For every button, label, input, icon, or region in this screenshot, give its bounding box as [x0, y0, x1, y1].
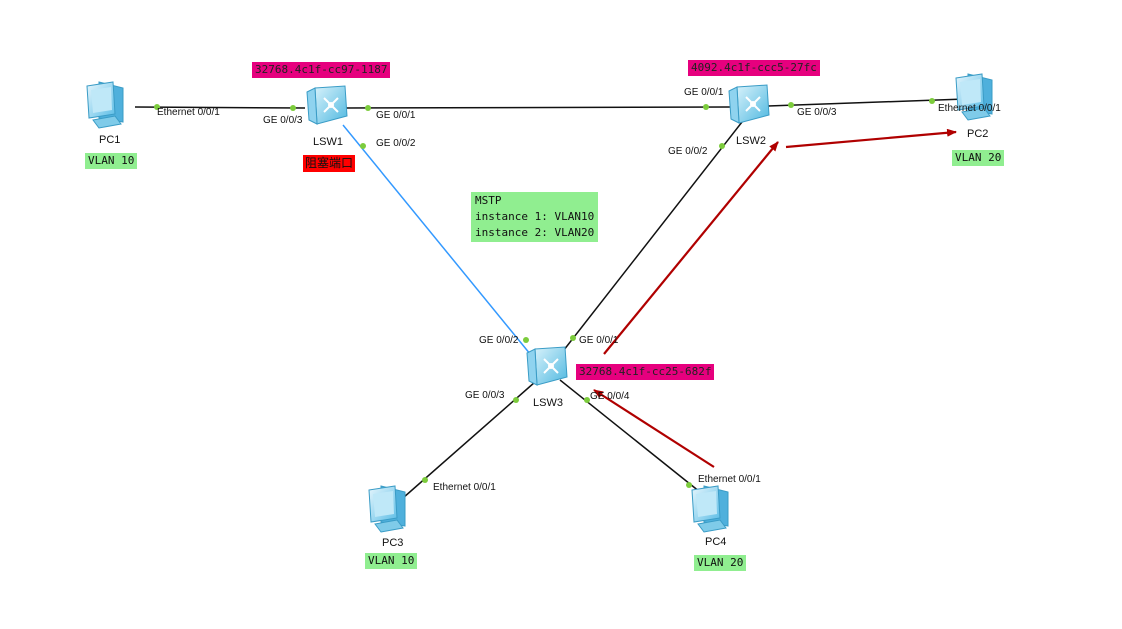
- link-lsw1-lsw3-blocked: [342, 124, 536, 361]
- port-dot-pc4: [686, 482, 692, 488]
- port-dot-pc3: [422, 477, 428, 483]
- pc3-icon[interactable]: [368, 485, 406, 533]
- pc1-name: PC1: [99, 134, 121, 146]
- link-lsw2-lsw3: [559, 121, 743, 356]
- port-dot-lsw1-ge2: [360, 143, 366, 149]
- mstp-note-instance-2: instance 2: VLAN20: [475, 226, 595, 239]
- port-label-lsw2-ge3: GE 0/0/3: [797, 107, 837, 118]
- lsw1-icon[interactable]: [306, 85, 348, 125]
- port-dot-lsw3-ge2: [523, 337, 529, 343]
- port-dot-pc1: [154, 104, 160, 110]
- port-label-lsw3-ge4: GE 0/0/4: [590, 391, 630, 402]
- pc2-name: PC2: [967, 128, 989, 140]
- port-label-pc4-eth: Ethernet 0/0/1: [698, 474, 761, 485]
- port-dot-lsw3-ge3: [513, 397, 519, 403]
- port-label-pc2-eth: Ethernet 0/0/1: [938, 103, 1001, 114]
- lsw2-name: LSW2: [736, 135, 766, 147]
- arrow-pc4-to-lsw3: [593, 389, 715, 468]
- port-dot-pc2: [929, 98, 935, 104]
- port-dot-lsw2-ge2: [719, 143, 725, 149]
- link-lsw3-pc4: [559, 379, 711, 501]
- port-label-pc3-eth: Ethernet 0/0/1: [433, 482, 496, 493]
- traffic-path-arrows: [593, 128, 957, 468]
- port-label-lsw1-ge1: GE 0/0/1: [376, 110, 416, 121]
- lsw2-bridge-id: 4092.4c1f-ccc5-27fc: [688, 60, 820, 76]
- port-label-lsw2-ge2: GE 0/0/2: [668, 146, 708, 157]
- pc3-name: PC3: [382, 537, 404, 549]
- pc1-vlan-badge: VLAN 10: [85, 153, 138, 169]
- pc2-icon[interactable]: [955, 73, 993, 121]
- port-dot-lsw1-ge3: [290, 105, 296, 111]
- port-label-lsw1-ge2: GE 0/0/2: [376, 138, 416, 149]
- lsw1-name: LSW1: [313, 136, 343, 148]
- link-pc1-lsw1: [134, 106, 306, 109]
- pc2-vlan-badge: VLAN 20: [952, 150, 1005, 166]
- lsw2-icon[interactable]: [728, 84, 770, 124]
- port-dot-lsw2-ge3: [788, 102, 794, 108]
- port-dot-lsw1-ge1: [365, 105, 371, 111]
- lsw3-name: LSW3: [533, 397, 563, 409]
- mstp-note-title: MSTP: [475, 194, 502, 207]
- arrow-lsw2-to-pc2: [785, 128, 957, 149]
- link-lsw3-pc3: [394, 381, 536, 506]
- mstp-note-instance-1: instance 1: VLAN10: [475, 210, 595, 223]
- port-label-lsw3-ge1: GE 0/0/1: [579, 335, 619, 346]
- pc1-icon[interactable]: [86, 81, 124, 129]
- port-dots: [154, 98, 935, 488]
- pc3-vlan-badge: VLAN 10: [365, 553, 418, 569]
- link-lsw1-lsw2: [344, 106, 731, 109]
- lsw3-bridge-id: 32768.4c1f-cc25-682f: [576, 364, 715, 380]
- port-label-lsw3-ge2: GE 0/0/2: [479, 335, 519, 346]
- port-label-lsw2-ge1: GE 0/0/1: [684, 87, 724, 98]
- pc4-name: PC4: [705, 536, 727, 548]
- blocked-port-label: 阻塞端口: [303, 155, 356, 172]
- link-lsw2-pc2: [767, 98, 966, 107]
- pc4-icon[interactable]: [691, 485, 729, 533]
- port-label-lsw3-ge3: GE 0/0/3: [465, 390, 505, 401]
- mstp-note: MSTP instance 1: VLAN10 instance 2: VLAN20: [471, 192, 599, 242]
- port-dot-lsw2-ge1: [703, 104, 709, 110]
- pc4-vlan-badge: VLAN 20: [694, 555, 747, 571]
- lsw1-bridge-id: 32768.4c1f-cc97-1187: [252, 62, 391, 78]
- port-label-pc1-eth: Ethernet 0/0/1: [157, 107, 220, 118]
- arrow-lsw3-to-lsw2: [603, 141, 779, 355]
- port-label-lsw1-ge3: GE 0/0/3: [263, 115, 303, 126]
- lsw3-icon[interactable]: [526, 346, 568, 386]
- port-dot-lsw3-ge4: [584, 397, 590, 403]
- port-dot-lsw3-ge1: [570, 335, 576, 341]
